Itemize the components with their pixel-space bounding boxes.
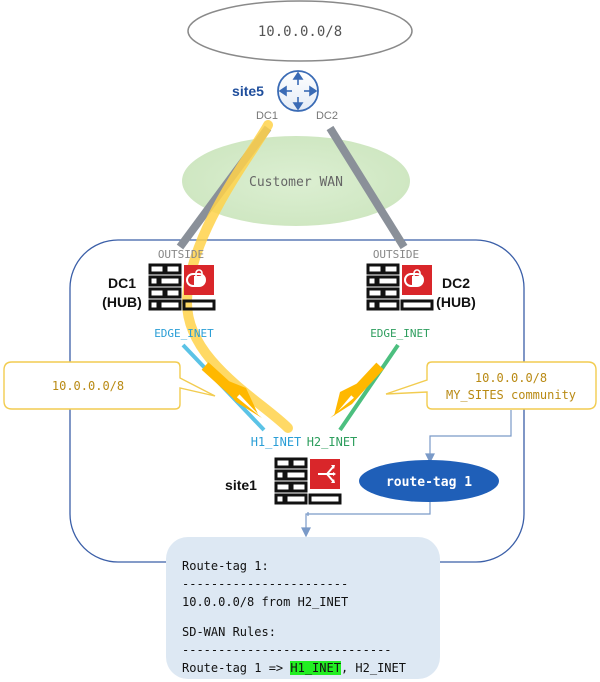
site1-h1-port: H1_INET (251, 435, 302, 449)
fortigate-hub2-icon (366, 263, 434, 311)
hub1-outside-label: OUTSIDE (158, 248, 204, 261)
callout-right-line2: MY_SITES community (446, 388, 576, 402)
network-cloud: 10.0.0.0/8 (187, 0, 413, 62)
info-line-prefix: 10.0.0.0/8 from H2_INET (182, 595, 349, 609)
callout-left-text: 10.0.0.0/8 (52, 379, 124, 393)
info-separator-2: ----------------------------- (182, 643, 392, 657)
fortigate-site1-icon (274, 457, 342, 505)
hub1-name: DC1 (108, 275, 136, 291)
hub1-role: (HUB) (102, 294, 142, 310)
site1-h2-port: H2_INET (307, 435, 358, 449)
callout-right-line1: 10.0.0.0/8 (475, 371, 547, 385)
cloud-label: 10.0.0.0/8 (258, 24, 342, 40)
site1-label: site1 (225, 477, 257, 493)
rule-suffix: , H2_INET (340, 661, 406, 675)
route-info-panel: Route-tag 1: ----------------------- 10.… (166, 537, 440, 679)
info-line-route-tag: Route-tag 1: (182, 559, 269, 573)
arrow-left (201, 362, 262, 418)
hub2-port-label: EDGE_INET (370, 327, 430, 340)
site5-dc1-port: DC1 (256, 110, 278, 122)
fortigate-hub1-icon (148, 263, 216, 311)
hub1-port-label: EDGE_INET (154, 327, 214, 340)
route-tag-badge: route-tag 1 (359, 460, 499, 502)
wan-label: Customer WAN (249, 175, 343, 190)
router-icon (277, 70, 319, 112)
wan-link-dc2 (326, 125, 408, 250)
hub2-name: DC2 (442, 275, 470, 291)
site5-dc2-port: DC2 (316, 110, 338, 122)
info-line-rule: Route-tag 1 => H1_INET, H2_INET (182, 659, 440, 677)
callout-right: 10.0.0.0/8 MY_SITES community (385, 361, 597, 410)
info-line-sdwan-rules: SD-WAN Rules: (182, 625, 276, 639)
hub2-role: (HUB) (436, 294, 476, 310)
rule-prefix: Route-tag 1 => (182, 661, 291, 675)
callout-left: 10.0.0.0/8 (3, 361, 216, 410)
route-tag-label: route-tag 1 (386, 475, 472, 490)
h2-inet-link (338, 343, 400, 432)
rule-highlight: H1_INET (290, 661, 341, 675)
connector-lines (301, 410, 512, 538)
hub2-outside-label: OUTSIDE (373, 248, 419, 261)
site5-label: site5 (232, 83, 264, 99)
info-separator-1: ----------------------- (182, 577, 349, 591)
arrow-right (330, 362, 384, 418)
